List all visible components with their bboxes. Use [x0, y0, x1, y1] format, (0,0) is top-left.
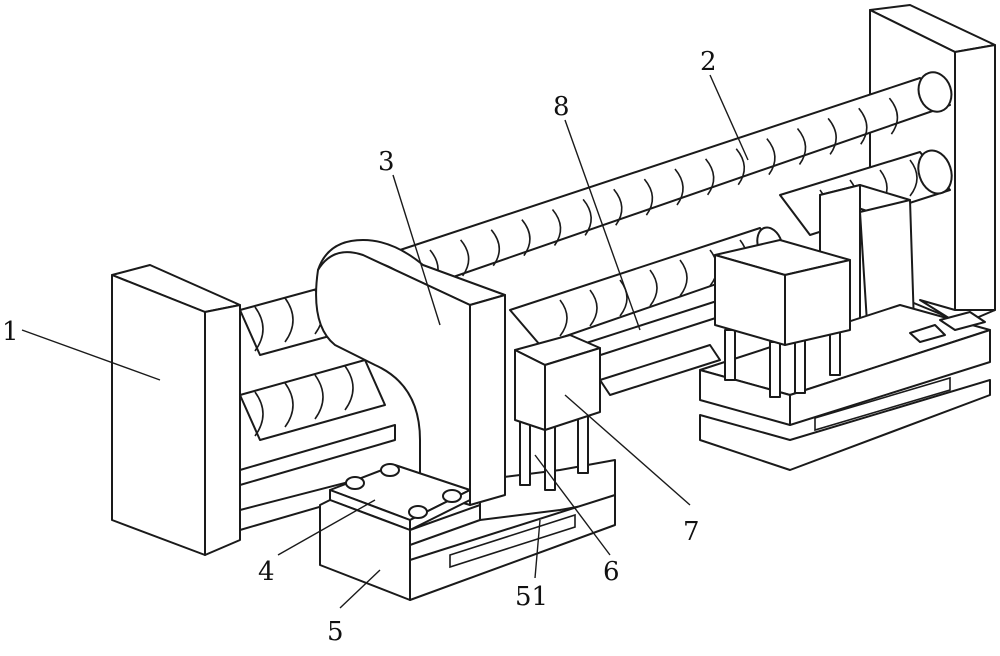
leader-lines: [21, 74, 749, 609]
right-slide-base: [699, 304, 991, 471]
roller-segment: [766, 138, 776, 176]
bolt-icon: [345, 463, 462, 519]
left-lower-roller: [239, 359, 386, 441]
label-3: 3: [378, 147, 395, 177]
roller-segment: [551, 208, 562, 246]
bearing-seat-3: [315, 239, 506, 506]
roller-segment: [735, 148, 746, 186]
roller-segment: [460, 239, 470, 277]
base-block-5: [319, 499, 481, 601]
middle-clamp-7: [514, 334, 601, 431]
roller-segment: [796, 127, 807, 165]
lower-rail-plate: [599, 344, 721, 396]
label-51: 51: [515, 582, 548, 612]
roller-segment: [613, 188, 623, 226]
label-5: 5: [327, 617, 344, 647]
roller-segment: [858, 107, 868, 145]
roller-segment: [705, 158, 715, 196]
upper-roller-2: [399, 71, 953, 287]
label-2: 2: [700, 47, 717, 77]
roller-segment: [582, 198, 592, 236]
right-clamp-cube: [714, 239, 851, 346]
roller-segment: [674, 168, 684, 206]
label-7: 7: [683, 517, 700, 547]
label-1: 1: [2, 317, 19, 347]
label-6: 6: [603, 557, 620, 587]
roller-segment: [490, 229, 501, 267]
roller-segment: [643, 178, 654, 216]
roller-segment: [521, 219, 531, 257]
roller-segment: [827, 117, 837, 155]
roller-segment: [888, 97, 899, 135]
part-labels: 1 2 3 4 5 51 6 7 8: [2, 47, 717, 647]
label-4: 4: [258, 557, 275, 587]
label-8: 8: [553, 92, 570, 122]
